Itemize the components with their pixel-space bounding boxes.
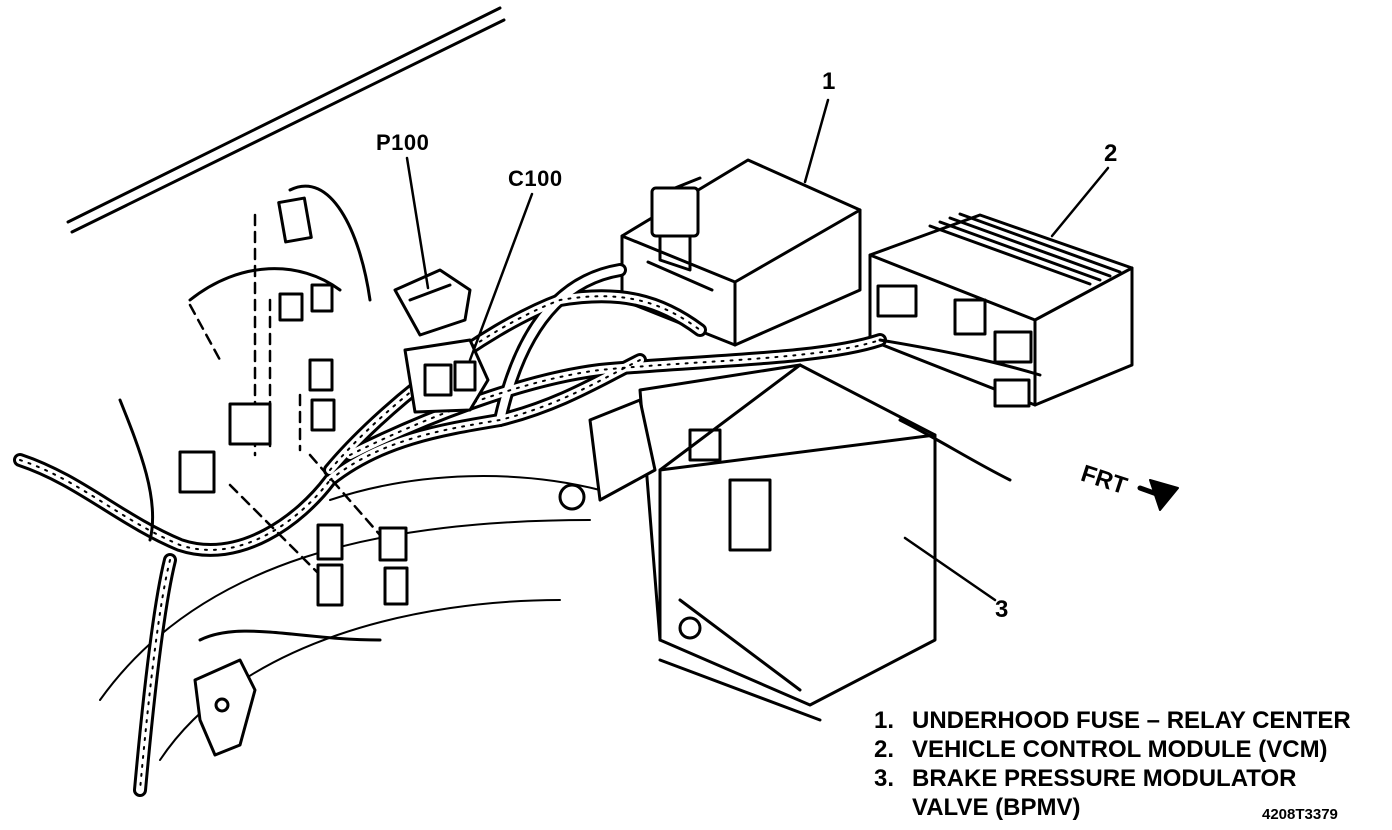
harness-wrap-ticks (19, 295, 881, 791)
label-p100: P100 (376, 130, 430, 155)
leader-lines (405, 98, 1110, 602)
legend-item: 2. VEHICLE CONTROL MODULE (VCM) (874, 735, 1351, 764)
legend-text: VALVE (BPMV) (912, 794, 1081, 821)
p100-passthrough (393, 268, 472, 337)
hood-edge (66, 6, 506, 234)
bpmv-unit (558, 363, 937, 722)
fender-lines (99, 475, 601, 761)
legend-item: 3. BRAKE PRESSURE MODULATOR (874, 764, 1351, 793)
branch-wires (118, 184, 1042, 642)
legend-item: 1. UNDERHOOD FUSE – RELAY CENTER (874, 706, 1351, 735)
frt-arrow-icon (1137, 479, 1179, 511)
callout-2: 2 (1104, 140, 1118, 167)
legend-text: VEHICLE CONTROL MODULE (VCM) (912, 736, 1328, 763)
mounting-bracket (193, 658, 257, 757)
legend-number: 2. (874, 736, 895, 763)
legend: 1. UNDERHOOD FUSE – RELAY CENTER 2. VEHI… (874, 706, 1351, 822)
vcm-module (868, 212, 1134, 408)
label-c100: C100 (508, 166, 563, 191)
relay (650, 176, 702, 272)
legend-text: UNDERHOOD FUSE – RELAY CENTER (912, 707, 1351, 734)
c100-connector (403, 338, 490, 414)
inline-connectors (178, 196, 409, 607)
legend-continuation: VALVE (BPMV) (874, 793, 1351, 822)
callout-3: 3 (995, 596, 1009, 623)
legend-number: 1. (874, 707, 895, 734)
figure-id: 4208T3379 (1262, 806, 1338, 823)
callout-1: 1 (822, 68, 836, 95)
legend-number: 3. (874, 765, 895, 792)
legend-text: BRAKE PRESSURE MODULATOR (912, 765, 1297, 792)
